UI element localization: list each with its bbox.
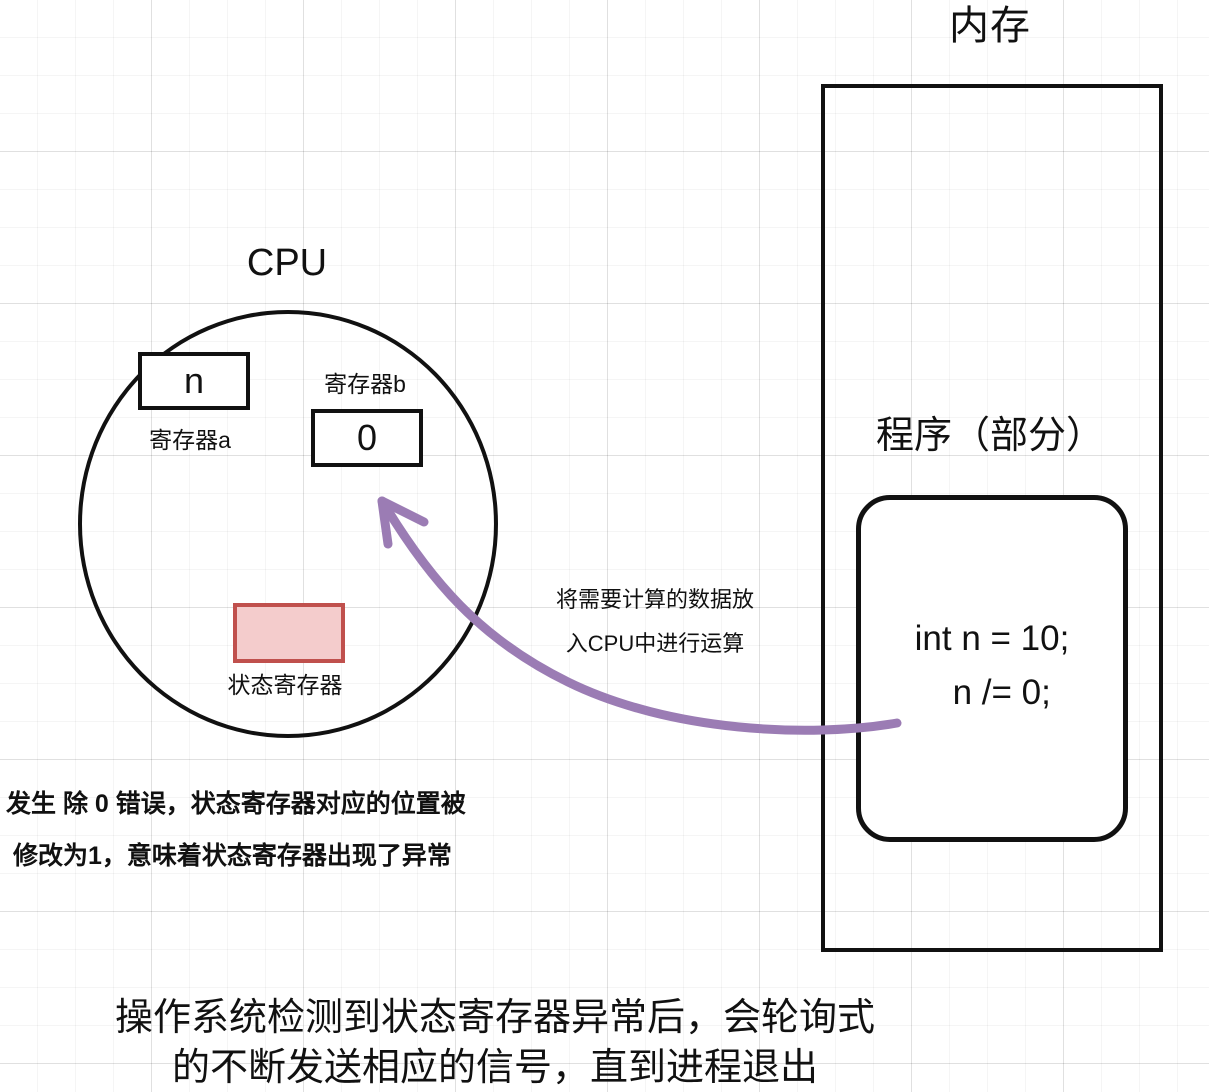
- bottom-caption: 操作系统检测到状态寄存器异常后，会轮询式 的不断发送相应的信号，直到进程退出: [114, 997, 875, 1089]
- error-note: 发生 除 0 错误，状态寄存器对应的位置被 修改为1，意味着状态寄存器出现了异常: [6, 790, 466, 870]
- status-register-box: [233, 603, 345, 663]
- cpu-circle: [78, 310, 498, 738]
- register-b-label: 寄存器b: [324, 371, 406, 397]
- cpu-title: CPU: [246, 242, 328, 284]
- register-a-box: n: [138, 352, 250, 410]
- memory-title: 内存: [949, 4, 1031, 48]
- code-text: int n = 10; n /= 0;: [914, 619, 1070, 712]
- code-block: [856, 495, 1128, 842]
- register-b-box: 0: [311, 409, 423, 467]
- data-flow-arrow-icon: [377, 496, 902, 735]
- program-label: 程序（部分）: [875, 415, 1104, 457]
- status-register-label: 状态寄存器: [227, 672, 343, 698]
- memory-box: [821, 84, 1163, 952]
- register-a-label: 寄存器a: [149, 427, 231, 453]
- arrow-caption: 将需要计算的数据放 入CPU中进行运算: [555, 587, 754, 656]
